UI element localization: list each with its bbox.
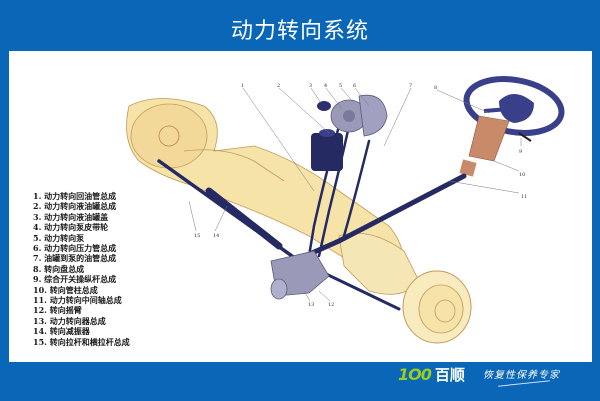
legend-item: 4. 动力转向泵皮带轮 (33, 222, 109, 233)
axle-illustration (126, 98, 472, 344)
legend-item: 3. 动力转向液油罐盖 (33, 211, 109, 222)
callout-14: 14 (213, 233, 219, 239)
legend-item: 10. 转向管柱总成 (33, 284, 98, 295)
legend-item: 7. 油罐到泵的油管总成 (33, 253, 117, 264)
callout-2: 2 (277, 83, 280, 89)
legend-item: 6. 动力转向压力管总成 (33, 243, 117, 254)
callout-4: 4 (324, 83, 327, 89)
legend-item: 9. 综合开关操纵杆总成 (33, 274, 117, 285)
callout-15: 15 (194, 233, 200, 239)
parts-legend: 1. 动力转向回油管总成 2. 动力转向液油罐总成 3. 动力转向液油罐盖 4.… (33, 191, 130, 347)
legend-item: 2. 动力转向液油罐总成 (33, 201, 117, 212)
brand-name: 百顺 (434, 365, 465, 384)
page-title: 动力转向系统 (230, 19, 369, 44)
diagram-panel: 1 2 3 4 5 6 7 8 9 10 11 12 13 14 15 1. 动… (9, 51, 592, 362)
legend-item: 11. 动力转向中间轴总成 (33, 295, 122, 306)
callout-1: 1 (241, 83, 244, 89)
callout-13: 13 (308, 302, 314, 308)
legend-item: 5. 动力转向泵 (33, 232, 85, 243)
legend-item: 13. 动力转向器总成 (33, 315, 106, 326)
legend-item: 12. 转向摇臂 (33, 305, 82, 316)
brand-slogan: 恢复性保养专家 (483, 370, 560, 381)
callout-numbers: 1 2 3 4 5 6 7 8 9 10 11 12 13 14 15 (194, 83, 527, 308)
steering-wheel-illustration (459, 76, 565, 177)
callout-12: 12 (328, 302, 334, 308)
callout-5: 5 (339, 83, 342, 89)
brand-logo: 1O0 百顺 (398, 364, 465, 384)
legend-item: 8. 转向盘总成 (33, 263, 85, 274)
callout-3: 3 (309, 83, 312, 89)
callout-9: 9 (519, 149, 522, 155)
legend-item: 14. 转向减振器 (33, 326, 90, 337)
legend-item: 1. 动力转向回油管总成 (33, 191, 117, 201)
power-steering-diagram: 1 2 3 4 5 6 7 8 9 10 11 12 13 14 15 (126, 76, 565, 344)
callout-11: 11 (521, 194, 527, 200)
brand-number: 1O0 (398, 364, 432, 384)
callout-10: 10 (519, 172, 525, 178)
legend-item: 15. 转向拉杆和横拉杆总成 (33, 336, 130, 347)
callout-7: 7 (409, 83, 412, 89)
callout-6: 6 (353, 83, 356, 89)
pump-and-reservoir-illustration (311, 94, 388, 171)
callout-lines (188, 87, 522, 302)
callout-8: 8 (434, 85, 437, 91)
steering-gear-illustration (270, 250, 330, 300)
